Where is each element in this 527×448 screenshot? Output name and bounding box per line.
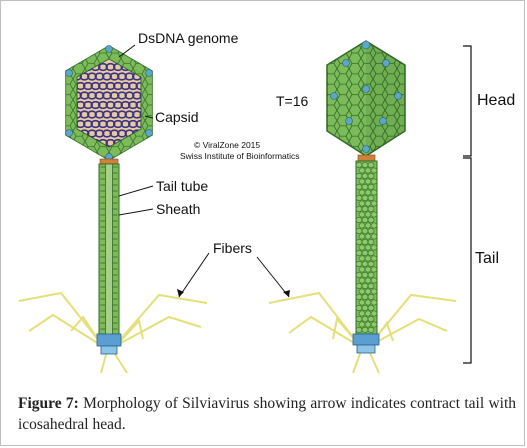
right-capsid-shading — [366, 41, 405, 156]
right-sheath-beads — [355, 162, 378, 333]
leader-lines — [118, 44, 290, 298]
sheath-label: Sheath — [156, 201, 200, 217]
caption-label: Figure 7: — [18, 395, 79, 412]
right-baseplate — [352, 333, 380, 354]
right-pentamers — [330, 40, 402, 153]
triangulation-label: T=16 — [276, 93, 309, 109]
right-collar — [357, 154, 376, 162]
left-tail-tube — [105, 163, 113, 337]
head-bracket — [463, 45, 472, 157]
capsid-label: Capsid — [155, 109, 199, 125]
tail-bracket — [463, 157, 472, 364]
right-fibers — [268, 291, 457, 374]
right-phage — [268, 40, 457, 374]
head-label: Head — [477, 92, 515, 109]
left-baseplate — [96, 333, 122, 355]
left-sheath-rings — [100, 166, 118, 330]
figure-caption: Figure 7: Morphology of Silviavirus show… — [18, 393, 516, 435]
credit-line-2: Swiss Institute of Bioinformatics — [180, 151, 300, 161]
tail-tube-label: Tail tube — [156, 178, 208, 194]
genome-label: DsDNA genome — [138, 30, 239, 46]
left-collar — [99, 158, 119, 165]
left-phage — [18, 45, 208, 374]
fibers-label: Fibers — [213, 240, 252, 256]
leader-arrowheads — [177, 289, 290, 297]
caption-text: Morphology of Silviavirus showing arrow … — [18, 395, 517, 433]
tail-label: Tail — [475, 250, 499, 267]
left-fibers — [18, 291, 208, 374]
credit-line-1: © ViralZone 2015 — [194, 140, 260, 150]
phage-morphology-diagram: DsDNA genome Capsid T=16 © ViralZone 201… — [18, 30, 515, 374]
dna-genome — [76, 58, 142, 148]
